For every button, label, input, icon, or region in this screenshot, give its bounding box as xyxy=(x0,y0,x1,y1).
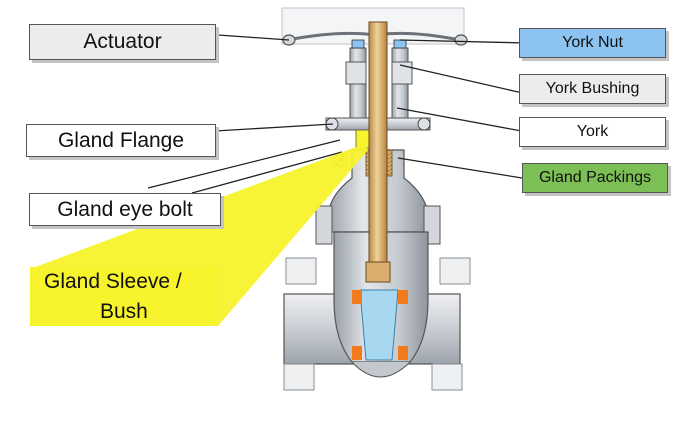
bonnet-bolt-left xyxy=(315,205,333,245)
label-gland-sleeve: Gland Sleeve / Bush xyxy=(30,267,218,326)
label-gland-eye-bolt: Gland eye bolt xyxy=(29,193,221,226)
seat-ring-top-right xyxy=(398,290,408,304)
label-gland-packings-text: Gland Packings xyxy=(538,169,652,186)
seat-ring-bottom-right xyxy=(398,346,408,360)
label-york-nut-text: York Nut xyxy=(562,34,623,51)
seat-ring-bottom-left xyxy=(352,346,362,360)
leader-lines xyxy=(147,34,528,194)
label-gland-sleeve-line1: Gland Sleeve / xyxy=(44,269,182,293)
gate-wedge xyxy=(359,289,399,361)
label-york: York xyxy=(519,117,666,147)
label-york-text: York xyxy=(576,123,609,140)
seat-ring-top-left xyxy=(352,290,362,304)
handwheel-rim-right xyxy=(454,34,468,46)
label-york-bushing-text: York Bushing xyxy=(545,80,640,97)
label-actuator: Actuator xyxy=(29,24,216,60)
flange-bolt-right xyxy=(417,117,431,131)
label-gland-flange-text: Gland Flange xyxy=(57,128,185,152)
label-york-bushing: York Bushing xyxy=(519,74,666,104)
valve-illustration xyxy=(281,7,471,391)
valve-stem xyxy=(368,21,388,283)
label-gland-eye-bolt-text: Gland eye bolt xyxy=(57,197,193,221)
label-gland-packings: Gland Packings xyxy=(522,163,668,193)
label-gland-flange: Gland Flange xyxy=(26,124,216,157)
york-nut-right xyxy=(393,39,407,49)
stem-tip xyxy=(365,261,391,283)
york-nut-left xyxy=(351,39,365,49)
label-actuator-text: Actuator xyxy=(83,30,162,53)
label-york-nut: York Nut xyxy=(519,28,666,58)
label-gland-sleeve-line2: Bush xyxy=(100,299,148,323)
